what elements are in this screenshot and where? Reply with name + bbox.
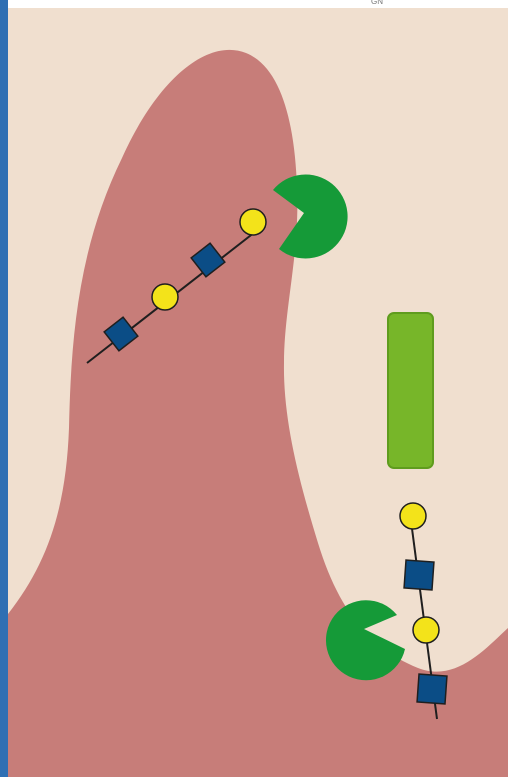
upper-yellow-circle-icon [240, 209, 266, 235]
upper-yellow-circle-icon [152, 284, 178, 310]
lower-blue-square-icon [417, 674, 447, 704]
diagram-svg [8, 8, 508, 777]
top-white-strip [8, 0, 508, 8]
top-note: GN [371, 0, 383, 6]
diagram-canvas [8, 8, 508, 777]
lower-blue-square-icon [404, 560, 434, 590]
left-blue-border [0, 0, 8, 777]
lower-green-pacman-icon [326, 600, 405, 680]
lower-yellow-circle-icon [413, 617, 439, 643]
green-rectangle-icon [388, 313, 433, 468]
lower-yellow-circle-icon [400, 503, 426, 529]
